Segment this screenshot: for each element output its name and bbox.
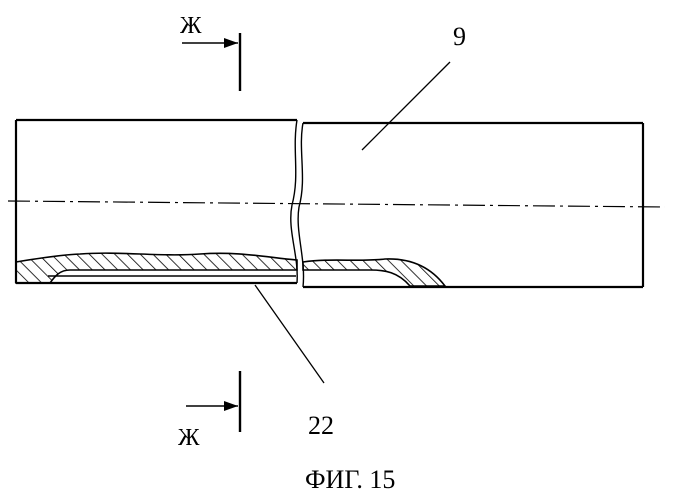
part-label-22: 22 xyxy=(308,411,334,440)
center-axis-line xyxy=(8,201,665,207)
part-label-9: 9 xyxy=(453,22,466,51)
leader-line-9 xyxy=(362,62,450,150)
figure-caption: ФИГ. 15 xyxy=(305,465,395,494)
section-mark-bottom: Ж xyxy=(178,371,240,451)
break-line-left xyxy=(291,120,297,283)
leader-line-22 xyxy=(255,285,324,383)
hatched-wall-right xyxy=(303,259,445,286)
hatched-wall-left xyxy=(16,253,297,283)
section-mark-top: Ж xyxy=(180,13,240,91)
section-letter-top: Ж xyxy=(180,13,202,39)
section-letter-bottom: Ж xyxy=(178,425,200,451)
